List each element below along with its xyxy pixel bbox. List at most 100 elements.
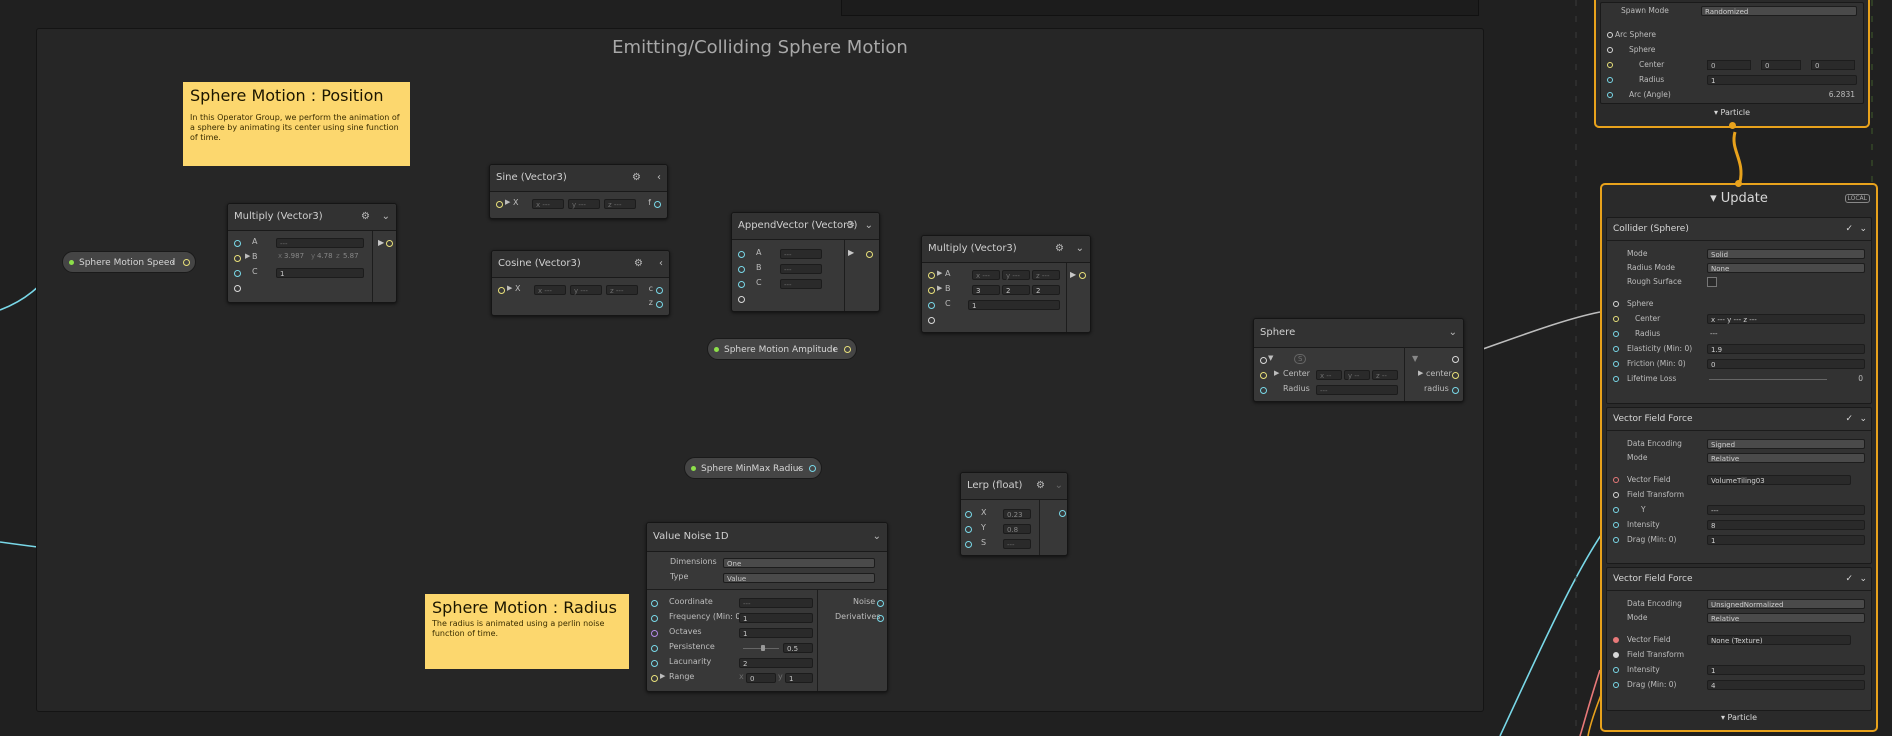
enable-checkbox[interactable]: ✓ [1845, 224, 1853, 234]
enable-checkbox[interactable]: ✓ [1845, 574, 1853, 584]
chevron-down-icon[interactable]: ⌄ [1054, 480, 1063, 491]
output-port[interactable] [866, 251, 873, 258]
frequency-field[interactable]: 1 [739, 613, 813, 623]
gear-icon[interactable]: ⚙ [632, 172, 641, 183]
enable-checkbox[interactable]: ✓ [1845, 414, 1853, 424]
input-port-a[interactable] [928, 272, 935, 279]
node-multiply-vector3-2[interactable]: Multiply (Vector3) ⚙ ⌄ ▶A x ---y ---z --… [921, 235, 1091, 333]
arc-angle-value[interactable]: 6.2831 [1828, 90, 1855, 99]
value-by[interactable]: 4.78 [317, 252, 333, 260]
spawn-mode-dropdown[interactable]: Randomized [1701, 6, 1857, 16]
intensity-field[interactable]: 1 [1707, 665, 1865, 675]
input-port[interactable] [1607, 92, 1613, 98]
octaves-field[interactable]: 1 [739, 628, 813, 638]
type-dropdown[interactable]: Value [723, 573, 875, 583]
chevron-down-icon[interactable]: ⌄ [1859, 574, 1867, 584]
lacunarity-field[interactable]: 2 [739, 658, 813, 668]
input-port-add[interactable] [928, 317, 935, 324]
output-port[interactable] [1059, 510, 1066, 517]
input-port[interactable] [1613, 361, 1619, 367]
input-port[interactable] [1613, 507, 1619, 513]
property-sphere-motion-amplitude[interactable]: Sphere Motion Amplitude ‹ [707, 338, 857, 360]
radius-field[interactable]: 1 [1707, 75, 1857, 85]
vector-field-object[interactable]: None (Texture) [1707, 635, 1851, 645]
input-port-radius[interactable] [1260, 387, 1267, 394]
node-cosine-vector3[interactable]: Cosine (Vector3) ⚙ ‹ ▶X x ---y ---z --- … [491, 250, 670, 316]
gear-icon[interactable]: ⚙ [1055, 243, 1064, 254]
drag-field[interactable]: 4 [1707, 680, 1865, 690]
gear-icon[interactable]: ⚙ [1036, 480, 1045, 491]
node-sphere[interactable]: Sphere ⌄ ▼S ▶Center x --y --z -- Radius-… [1253, 318, 1464, 402]
output-port[interactable] [844, 346, 851, 353]
input-port[interactable] [1613, 331, 1619, 337]
drag-field[interactable]: 1 [1707, 535, 1865, 545]
output-port[interactable] [386, 240, 393, 247]
input-port[interactable] [1607, 47, 1613, 53]
friction-field[interactable]: 0 [1707, 359, 1865, 369]
lifetime-slider[interactable] [1709, 379, 1827, 380]
node-append-vector3[interactable]: AppendVector (Vector3) ⚙ ⌄ A--- B--- C--… [731, 212, 880, 312]
sticky-note-position[interactable]: Sphere Motion : Position In this Operato… [183, 82, 410, 166]
output-port[interactable] [656, 301, 663, 308]
gear-icon[interactable]: ⚙ [846, 220, 855, 231]
output-port[interactable] [654, 201, 661, 208]
value-bz[interactable]: 2 [1032, 285, 1060, 295]
vector-field-object[interactable]: VolumeTiling03 [1707, 475, 1851, 485]
input-port-y[interactable] [965, 526, 972, 533]
input-port-s[interactable] [965, 541, 972, 548]
chevron-down-icon[interactable]: ⌄ [872, 531, 881, 542]
value-x[interactable]: 0.23 [1003, 509, 1031, 519]
input-port-x[interactable] [496, 201, 503, 208]
collapse-icon[interactable]: ‹ [832, 345, 836, 355]
input-port-center[interactable] [1260, 372, 1267, 379]
value-bx[interactable]: 3 [972, 285, 1000, 295]
output-port-sphere[interactable] [1452, 356, 1459, 363]
intensity-field[interactable]: 8 [1707, 520, 1865, 530]
input-port[interactable] [1613, 316, 1619, 322]
output-port[interactable] [1079, 272, 1086, 279]
output-port[interactable] [809, 465, 816, 472]
input-port-c[interactable] [738, 281, 745, 288]
collapse-icon[interactable]: ‹ [797, 464, 801, 474]
output-port-noise[interactable] [877, 600, 884, 607]
input-port[interactable] [1613, 477, 1619, 483]
input-port-sphere[interactable] [1260, 357, 1267, 364]
input-port[interactable] [1613, 637, 1619, 643]
output-port[interactable] [656, 287, 663, 294]
input-port-coordinate[interactable] [651, 600, 658, 607]
chevron-down-icon[interactable]: ⌄ [381, 211, 390, 222]
input-port[interactable] [1613, 667, 1619, 673]
input-port[interactable] [1613, 376, 1619, 382]
collapse-icon[interactable]: ‹ [171, 258, 175, 268]
collapse-icon[interactable]: ‹ [659, 258, 663, 269]
value-c[interactable]: 1 [968, 300, 1060, 310]
mode-dropdown[interactable]: Relative [1707, 453, 1865, 463]
sticky-note-radius[interactable]: Sphere Motion : Radius The radius is ani… [425, 594, 629, 669]
input-port[interactable] [1613, 492, 1619, 498]
gear-icon[interactable]: ⚙ [361, 211, 370, 222]
output-port-center[interactable] [1452, 372, 1459, 379]
rough-surface-checkbox[interactable] [1707, 277, 1717, 287]
input-port-octaves[interactable] [651, 630, 658, 637]
output-port[interactable] [183, 259, 190, 266]
input-port-b[interactable] [738, 266, 745, 273]
node-sine-vector3[interactable]: Sine (Vector3) ⚙ ‹ ▶X x ---y ---z --- f [489, 164, 668, 219]
input-port-c[interactable] [234, 270, 241, 277]
input-port-c[interactable] [928, 302, 935, 309]
mode-dropdown[interactable]: Relative [1707, 613, 1865, 623]
input-port[interactable] [1613, 522, 1619, 528]
input-port-persistence[interactable] [651, 645, 658, 652]
input-port-range[interactable] [651, 675, 658, 682]
input-port-a[interactable] [738, 251, 745, 258]
elasticity-field[interactable]: 1.9 [1707, 344, 1865, 354]
chevron-down-icon[interactable]: ⌄ [1859, 414, 1867, 424]
update-context[interactable]: ▾ Update LOCAL Collider (Sphere) ✓ ⌄ Mod… [1600, 183, 1878, 732]
output-port-derivatives[interactable] [877, 615, 884, 622]
input-port[interactable] [1613, 682, 1619, 688]
input-port-a[interactable] [234, 240, 241, 247]
chevron-down-icon[interactable]: ⌄ [1075, 243, 1084, 254]
